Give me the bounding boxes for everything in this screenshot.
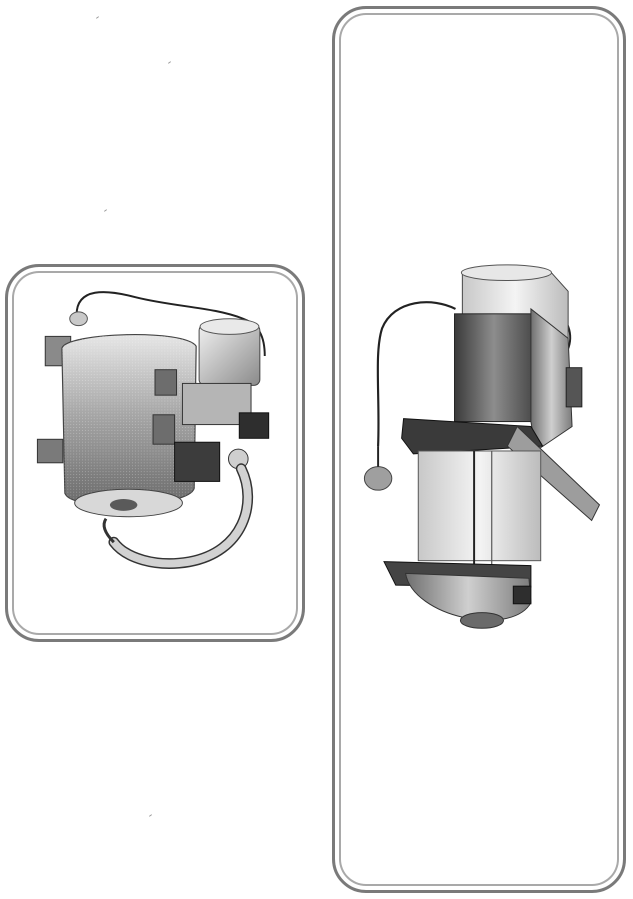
support-arm [506,425,601,522]
motor-housing [454,313,534,423]
hose [109,464,252,568]
left-illustration-panel [5,264,305,642]
base-outlet [459,612,504,629]
gearbox [530,307,573,452]
scan-speck [95,16,100,19]
tank-outlet [109,499,138,511]
scan-speck [103,209,108,212]
switch-box [565,367,583,408]
scan-speck [167,61,172,64]
motor-top [199,318,260,335]
mount-bracket [152,414,176,445]
right-illustration-panel [332,6,626,893]
coupling-clamp [174,441,221,482]
motor-tank-assembly-illustration [36,291,270,569]
scan-speck [148,814,153,817]
mount-bracket [154,369,178,396]
hose-connector [102,517,115,544]
power-cable [376,301,456,447]
mount-bracket [36,438,64,464]
cable-plug [69,311,88,327]
lower-cylinder [417,450,542,562]
base-ring [404,572,532,621]
switch-box [238,412,270,439]
motor-assembly-vertical-illustration [363,264,601,629]
cable-plug [363,466,393,491]
